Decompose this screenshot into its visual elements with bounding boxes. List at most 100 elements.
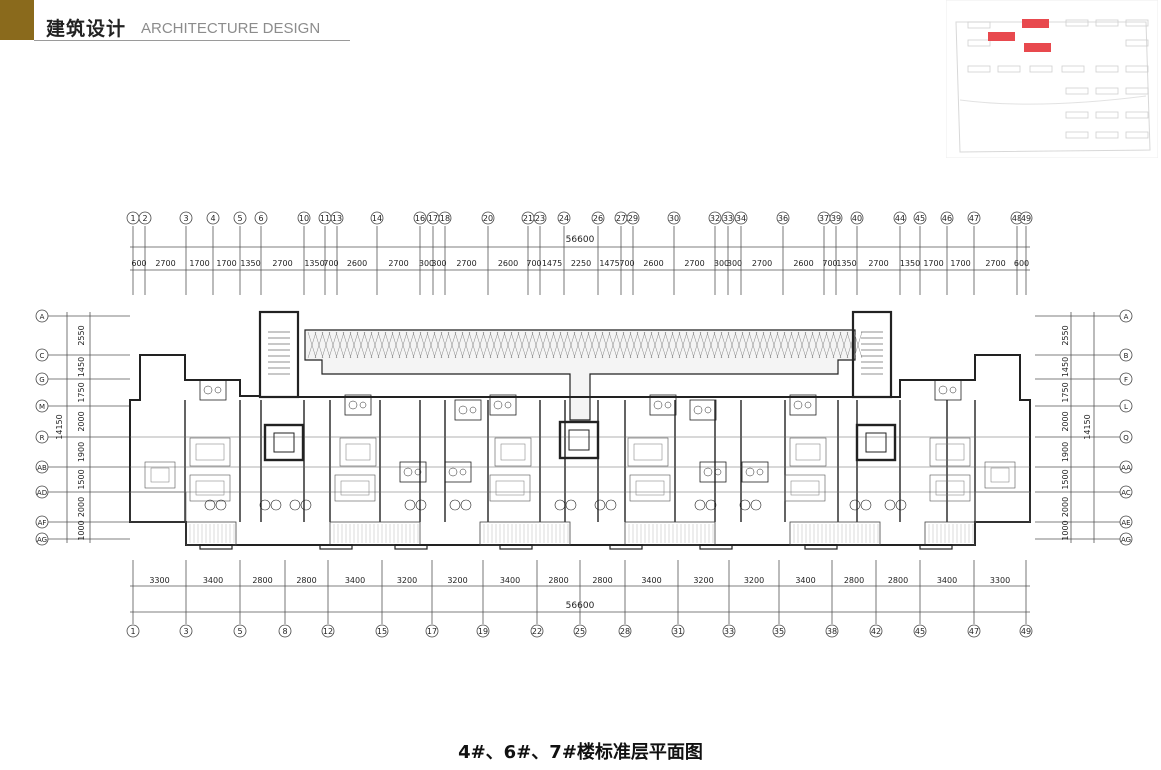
dimension-label-right: 2550 xyxy=(1061,325,1070,345)
axis-label-right: A xyxy=(1124,313,1129,321)
hatch-line xyxy=(664,331,674,359)
room-furniture xyxy=(789,437,827,467)
axis-bubble-top xyxy=(254,211,268,225)
axis-bubble-top xyxy=(370,211,384,225)
hatch-line xyxy=(573,331,583,359)
furniture-item xyxy=(635,480,665,496)
balcony xyxy=(624,521,716,546)
hatch-line xyxy=(433,331,443,359)
key-plan-building xyxy=(1065,87,1089,95)
header-underline xyxy=(34,40,350,41)
hatch-line xyxy=(776,331,786,359)
axis-label-top: 30 xyxy=(669,214,679,223)
axis-label-bottom: 1 xyxy=(130,627,135,636)
hatch-line xyxy=(594,331,604,359)
stair-core xyxy=(258,310,300,399)
axis-label-bottom: 31 xyxy=(673,627,683,636)
elevator-core xyxy=(855,423,897,462)
axis-label-bottom: 35 xyxy=(774,627,784,636)
axis-label-top: 17 xyxy=(428,214,438,223)
header-title: 建筑设计 xyxy=(46,18,127,40)
axis-label-top: 20 xyxy=(483,214,493,223)
axis-label-top: 46 xyxy=(942,214,952,223)
axis-bubble-right xyxy=(1119,309,1133,323)
axis-bubble-left xyxy=(35,485,49,499)
axis-label-left: AB xyxy=(37,464,47,472)
axis-bubble-top xyxy=(913,211,927,225)
axis-bubble-bottom xyxy=(772,624,786,638)
room-furniture xyxy=(929,474,971,502)
axis-label-bottom: 12 xyxy=(323,627,333,636)
axis-bubble-top xyxy=(179,211,193,225)
roof-hatching xyxy=(307,331,863,359)
hatch-line xyxy=(349,331,359,359)
dimension-total-right: 14150 xyxy=(1083,414,1092,439)
axis-bubble-right xyxy=(1119,485,1133,499)
dimension-label-bottom: 3400 xyxy=(345,576,365,585)
axis-bubble-top xyxy=(233,211,247,225)
bathroom xyxy=(199,379,227,401)
balcony xyxy=(479,521,571,546)
dimension-label-right: 1900 xyxy=(1061,442,1070,462)
axis-bubble-top xyxy=(533,211,547,225)
dimension-label-bottom: 3400 xyxy=(795,576,815,585)
axis-bubble-top xyxy=(413,211,427,225)
elevator-shaft xyxy=(273,432,295,453)
axis-bubble-bottom xyxy=(869,624,883,638)
drawing-caption: 4#、6#、7#楼标准层平面图 xyxy=(458,742,703,763)
dimension-label-top: 1700 xyxy=(216,259,236,268)
axis-label-top: 4 xyxy=(210,214,215,223)
axis-label-right: AC xyxy=(1121,489,1131,497)
axis-label-bottom: 22 xyxy=(532,627,542,636)
axis-label-bottom: 17 xyxy=(427,627,437,636)
dimension-label-top: 300 xyxy=(419,259,434,268)
hatch-line xyxy=(699,331,709,359)
hatch-line xyxy=(804,331,814,359)
dimension-label-top: 300 xyxy=(431,259,446,268)
axis-bubble-top xyxy=(438,211,452,225)
hatch-line xyxy=(720,331,730,359)
axis-bubble-bottom xyxy=(179,624,193,638)
stair-core xyxy=(851,310,893,399)
hatch-line xyxy=(377,331,387,359)
hatch-line xyxy=(769,331,779,359)
dimension-label-right: 1450 xyxy=(1061,357,1070,377)
highlight-building-c xyxy=(1024,43,1051,52)
hatch-line xyxy=(755,331,765,359)
hatch-line xyxy=(503,331,513,359)
hatch-line xyxy=(713,331,723,359)
elevator-shaft xyxy=(865,432,887,453)
axis-bubble-top xyxy=(557,211,571,225)
axis-label-bottom: 19 xyxy=(478,627,488,636)
axis-bubble-bottom xyxy=(476,624,490,638)
axis-label-top: 44 xyxy=(895,214,905,223)
fixture xyxy=(414,468,422,476)
dimension-label-top: 1350 xyxy=(900,259,920,268)
axis-label-bottom: 8 xyxy=(282,627,287,636)
dimension-label-bottom: 3200 xyxy=(693,576,713,585)
table-icon xyxy=(739,499,751,511)
bathroom xyxy=(689,399,717,421)
axis-label-bottom: 25 xyxy=(575,627,585,636)
fixture xyxy=(214,386,222,394)
furniture-item xyxy=(150,467,170,483)
table-icon xyxy=(215,499,227,511)
bathroom xyxy=(489,394,517,416)
dimension-label-top: 1700 xyxy=(950,259,970,268)
hatch-line xyxy=(531,331,541,359)
key-plan-building xyxy=(1095,111,1119,119)
axis-bubble-top xyxy=(850,211,864,225)
table-icon xyxy=(565,499,577,511)
axis-label-right: AE xyxy=(1121,519,1130,527)
axis-bubble-bottom xyxy=(425,624,439,638)
window-mark xyxy=(804,544,838,550)
axis-label-right: AG xyxy=(1121,536,1131,544)
hatch-line xyxy=(461,331,471,359)
dimension-label-top: 1475 xyxy=(542,259,562,268)
roof-terrace-outline xyxy=(304,329,856,421)
hatch-line xyxy=(342,331,352,359)
fixture xyxy=(804,401,812,409)
furniture-item xyxy=(195,443,225,461)
balcony xyxy=(185,521,237,546)
key-plan-building xyxy=(967,21,991,29)
